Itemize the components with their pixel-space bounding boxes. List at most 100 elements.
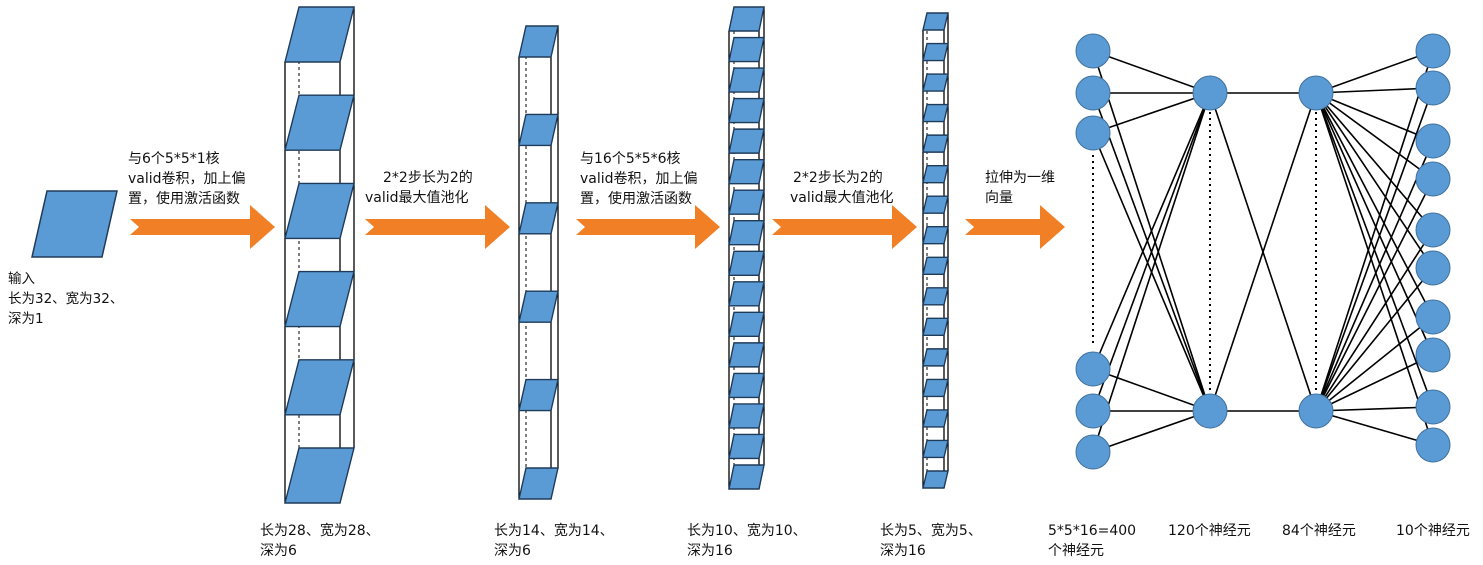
feature-map-slice bbox=[728, 311, 765, 338]
fully-connected-network bbox=[1075, 33, 1451, 470]
connection-line bbox=[1315, 92, 1434, 142]
connection-line bbox=[1315, 229, 1434, 412]
feature-map-slice bbox=[728, 67, 765, 93]
feature-map-slice bbox=[728, 250, 765, 276]
feature-map-slice bbox=[728, 220, 765, 246]
feature-map-slice bbox=[922, 164, 949, 184]
connection-line bbox=[1315, 92, 1434, 356]
feature-map-label-line: 深为6 bbox=[260, 543, 297, 559]
neuron-node bbox=[1075, 33, 1111, 69]
feature-map-slice bbox=[284, 270, 355, 328]
dense-label-line: 个神经元 bbox=[1048, 543, 1104, 559]
feature-map-slice bbox=[518, 290, 559, 323]
feature-map-slice bbox=[922, 378, 949, 398]
neuron-node bbox=[1415, 337, 1451, 373]
step-label-line: valid最大值池化 bbox=[790, 190, 894, 206]
feature-map-slice bbox=[728, 97, 765, 124]
feature-map-slice bbox=[518, 378, 559, 412]
neuron-node bbox=[1075, 115, 1111, 151]
step-label-line: valid最大值池化 bbox=[365, 190, 469, 206]
connection-line bbox=[1209, 92, 1317, 412]
feature-map-stacks bbox=[284, 6, 949, 504]
connection-line bbox=[1092, 92, 1211, 412]
feature-map-label-line: 长为14、宽为14、 bbox=[494, 522, 614, 539]
step-pool2-label: 2*2步长为2的 valid最大值池化 bbox=[790, 170, 894, 206]
feature-map-label-line: 深为16 bbox=[687, 543, 733, 559]
connection-line bbox=[1315, 92, 1434, 180]
step-pool1-label: 2*2步长为2的 valid最大值池化 bbox=[365, 170, 477, 206]
neuron-node bbox=[1415, 250, 1451, 286]
feature-map-4-label: 长为5、宽为5、 深为16 bbox=[880, 522, 986, 559]
feature-map-slice bbox=[922, 287, 949, 306]
process-arrow bbox=[772, 205, 917, 249]
neuron-node bbox=[1415, 427, 1451, 463]
process-arrow bbox=[130, 205, 275, 249]
connection-line bbox=[1092, 368, 1211, 412]
connection-line bbox=[1315, 406, 1434, 412]
step-label-line: 2*2步长为2的 bbox=[383, 170, 473, 186]
connection-line bbox=[1315, 178, 1434, 412]
connection-line bbox=[1092, 410, 1211, 453]
input-label-line: 深为1 bbox=[8, 311, 44, 327]
step-label-line: valid卷积，加上偏 bbox=[580, 171, 698, 187]
feature-map-label-line: 深为6 bbox=[494, 543, 531, 559]
feature-map-slice bbox=[284, 182, 355, 240]
connection-line bbox=[1315, 140, 1434, 412]
neuron-node bbox=[1415, 33, 1451, 69]
input-label-line: 长为32、宽为32、 bbox=[8, 290, 123, 307]
feature-map-slice bbox=[284, 359, 355, 416]
feature-map-slice bbox=[728, 6, 765, 32]
neuron-node bbox=[1415, 212, 1451, 248]
step-label-line: valid卷积，加上偏 bbox=[128, 171, 246, 187]
feature-map-slice bbox=[922, 348, 949, 367]
feature-map-slice bbox=[518, 113, 559, 147]
feature-map-slice bbox=[922, 103, 949, 123]
feature-map-label-line: 深为16 bbox=[880, 543, 926, 559]
feature-map-slice bbox=[728, 128, 765, 154]
process-arrow bbox=[365, 205, 510, 249]
feature-map-slice bbox=[922, 134, 949, 153]
connection-line bbox=[1315, 316, 1434, 412]
feature-map-label-line: 长为5、宽为5、 bbox=[880, 522, 982, 539]
connection-line bbox=[1315, 50, 1434, 412]
feature-map-slice bbox=[728, 403, 765, 429]
feature-map-label-line: 长为28、宽为28、 bbox=[260, 522, 380, 539]
feature-map-slice bbox=[922, 409, 949, 428]
neuron-node bbox=[1415, 299, 1451, 335]
feature-map-slice bbox=[518, 467, 559, 500]
dense-layer-2-label: 120个神经元 bbox=[1168, 523, 1251, 539]
neuron-node bbox=[1415, 70, 1451, 106]
neuron-node bbox=[1075, 393, 1111, 429]
step-label-line: 向量 bbox=[985, 190, 1013, 206]
step-label-line: 与6个5*5*1核 bbox=[128, 151, 220, 167]
feature-map-slice bbox=[922, 195, 949, 214]
feature-map-slice bbox=[728, 36, 765, 63]
feature-map-slice bbox=[922, 12, 949, 31]
feature-map-slice bbox=[728, 433, 765, 460]
step-label-line: 2*2步长为2的 bbox=[793, 170, 883, 186]
connection-line bbox=[1315, 92, 1434, 446]
neuron-node bbox=[1192, 75, 1228, 111]
feature-map-slice bbox=[922, 317, 949, 337]
neuron-node bbox=[1075, 434, 1111, 470]
feature-map-label-line: 长为10、宽为10、 bbox=[687, 522, 807, 539]
step-label-line: 拉伸为一维 bbox=[985, 170, 1055, 186]
feature-map-slice bbox=[728, 189, 765, 215]
dense-layer-3-label: 84个神经元 bbox=[1282, 523, 1356, 539]
step-label-line: 置，使用激活函数 bbox=[128, 190, 240, 207]
connection-line bbox=[1315, 92, 1434, 318]
feature-map-slice bbox=[922, 470, 949, 489]
feature-map-1-label: 长为28、宽为28、 深为6 bbox=[260, 522, 384, 559]
neuron-node bbox=[1075, 351, 1111, 387]
neuron-node bbox=[1415, 389, 1451, 425]
process-arrows bbox=[130, 205, 1065, 249]
connection-line bbox=[1092, 92, 1211, 134]
feature-map-slice bbox=[922, 42, 949, 62]
feature-map-2-label: 长为14、宽为14、 深为6 bbox=[494, 522, 618, 559]
input-image-slice bbox=[31, 190, 118, 258]
feature-map-slice bbox=[922, 73, 949, 92]
feature-map-slice bbox=[728, 342, 765, 368]
connection-line bbox=[1315, 267, 1434, 412]
feature-map-slice bbox=[518, 202, 559, 235]
feature-map-slice bbox=[922, 439, 949, 459]
